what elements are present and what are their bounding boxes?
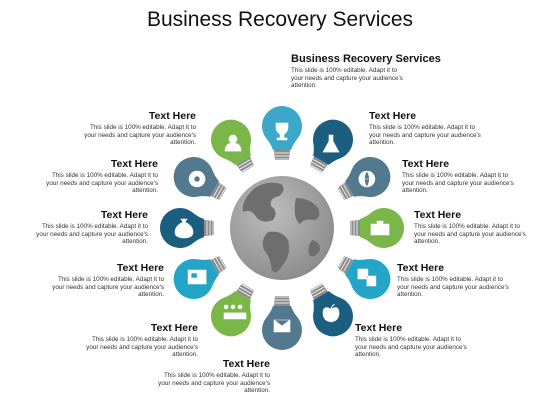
text-block-1: Text Here This slide is 100% editable. A… — [369, 110, 487, 147]
bulb-base — [350, 220, 360, 236]
text-block-title: Text Here — [355, 322, 403, 334]
text-block-title: Text Here — [116, 262, 164, 274]
bulb-thread — [238, 289, 251, 297]
bulb-base — [274, 296, 290, 306]
bulb-thread — [215, 185, 224, 199]
bulb-dollar-bag — [160, 208, 214, 248]
team-icon — [223, 304, 247, 320]
text-block-desc: This slide is 100% editable. Adapt it to… — [369, 124, 481, 147]
bulb-translate — [337, 255, 391, 299]
bulb-thread — [343, 184, 351, 197]
bulb-globe — [337, 157, 391, 201]
bulb-thread — [311, 161, 325, 170]
apple-icon — [322, 303, 340, 323]
bulb-apple — [309, 283, 353, 337]
bulb-newspaper — [173, 255, 227, 299]
text-block-desc: This slide is 100% editable. Adapt it to… — [158, 372, 270, 395]
bulb-base — [204, 220, 214, 236]
text-block-title: Text Here — [397, 262, 445, 274]
heading-block: Business Recovery Services This slide is… — [291, 53, 451, 90]
bulb-thread — [218, 256, 227, 269]
heading-title: Business Recovery Services — [291, 53, 441, 65]
bulb-thread — [313, 159, 326, 167]
text-block-8: Text Here This slide is 100% editable. A… — [46, 262, 164, 299]
bulb-thread — [311, 286, 325, 295]
text-block-desc: This slide is 100% editable. Adapt it to… — [397, 276, 509, 299]
text-block-title: Text Here — [110, 158, 158, 170]
bulb-glass — [173, 157, 219, 197]
bulb-thread — [238, 159, 251, 167]
text-block-desc: This slide is 100% editable. Adapt it to… — [36, 223, 148, 246]
briefcase-icon — [370, 220, 390, 236]
bulb-thread — [313, 289, 326, 297]
text-block-title: Text Here — [150, 322, 198, 334]
text-block-desc: This slide is 100% editable. Adapt it to… — [52, 276, 164, 299]
bulb-trophy — [262, 106, 302, 160]
heading-text: This slide is 100% editable. Adapt it to… — [291, 67, 403, 90]
text-block-5: Text Here This slide is 100% editable. A… — [355, 322, 473, 359]
text-block-2: Text Here This slide is 100% editable. A… — [402, 158, 520, 195]
text-block-11: Text Here This slide is 100% editable. A… — [78, 110, 196, 147]
bulb-thread — [218, 187, 227, 200]
text-block-desc: This slide is 100% editable. Adapt it to… — [84, 124, 196, 147]
bulb-thread — [337, 256, 346, 269]
text-block-title: Text Here — [222, 358, 270, 370]
text-block-desc: This slide is 100% editable. Adapt it to… — [402, 172, 514, 195]
text-block-6: Text Here This slide is 100% editable. A… — [152, 358, 270, 395]
bulb-glass — [345, 157, 391, 197]
bulb-mail — [262, 296, 302, 350]
bulb-gear-head — [173, 157, 227, 201]
text-block-desc: This slide is 100% editable. Adapt it to… — [86, 336, 198, 359]
bulb-thread — [239, 286, 253, 295]
text-block-title: Text Here — [402, 158, 450, 170]
text-block-title: Text Here — [148, 110, 196, 122]
text-block-desc: This slide is 100% editable. Adapt it to… — [46, 172, 158, 195]
text-block-9: Text Here This slide is 100% editable. A… — [30, 209, 148, 246]
bulb-thread — [340, 257, 349, 271]
flask-icon — [322, 134, 340, 153]
bulb-thread — [215, 257, 224, 271]
bulb-user — [211, 119, 255, 173]
text-block-title: Text Here — [100, 209, 148, 221]
text-block-title: Text Here — [414, 209, 462, 221]
text-block-3: Text Here This slide is 100% editable. A… — [414, 209, 532, 246]
dollar-bag-icon — [174, 218, 194, 239]
text-block-desc: This slide is 100% editable. Adapt it to… — [355, 336, 467, 359]
mail-icon — [273, 319, 291, 333]
text-block-7: Text Here This slide is 100% editable. A… — [80, 322, 198, 359]
bulb-thread — [239, 161, 253, 170]
bulb-flask — [309, 119, 353, 173]
globe-icon — [358, 170, 376, 188]
bulb-team — [211, 283, 255, 337]
bulb-thread — [241, 164, 254, 173]
text-block-4: Text Here This slide is 100% editable. A… — [397, 262, 515, 299]
text-block-10: Text Here This slide is 100% editable. A… — [40, 158, 158, 195]
text-block-desc: This slide is 100% editable. Adapt it to… — [414, 223, 526, 246]
bulb-thread — [310, 283, 323, 292]
globe — [230, 176, 334, 280]
bulb-thread — [213, 259, 221, 272]
bulb-thread — [213, 184, 221, 197]
bulb-thread — [241, 283, 254, 292]
text-block-title: Text Here — [369, 110, 417, 122]
bulb-thread — [340, 185, 349, 199]
bulb-thread — [337, 187, 346, 200]
bulb-briefcase — [350, 208, 404, 248]
bulb-thread — [310, 164, 323, 173]
slide-title: Business Recovery Services — [146, 8, 414, 31]
bulb-thread — [343, 259, 351, 272]
bulb-base — [274, 150, 290, 160]
trophy-icon — [275, 122, 289, 141]
gear-head-icon — [188, 170, 206, 188]
user-icon — [224, 134, 242, 152]
newspaper-icon — [187, 269, 207, 285]
translate-icon — [357, 268, 377, 287]
